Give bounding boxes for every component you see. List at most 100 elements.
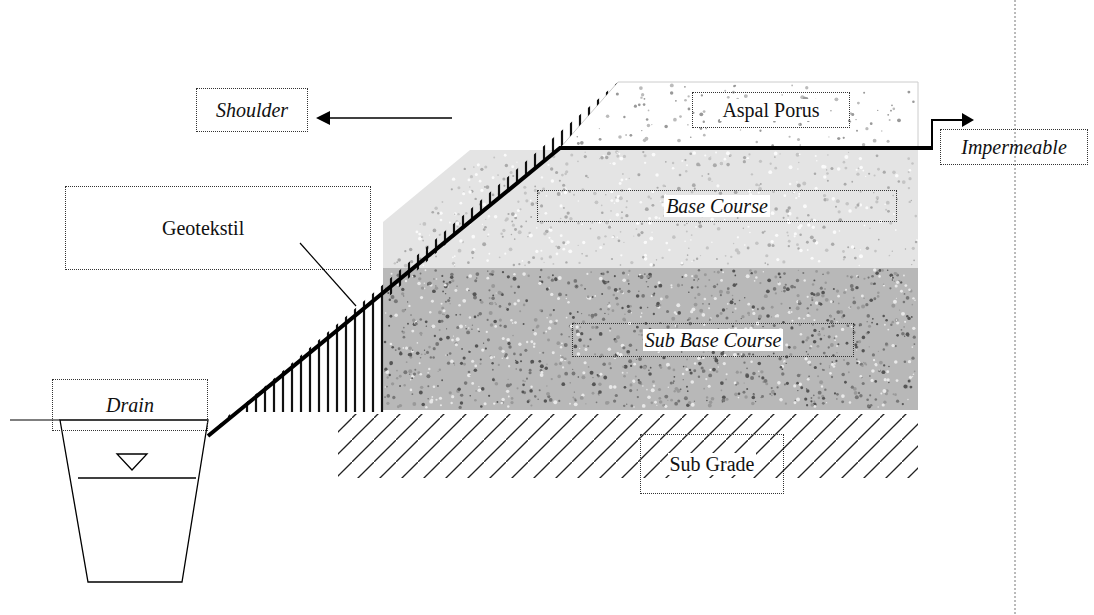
texture-dot [802,340,805,343]
texture-dot [714,357,717,360]
texture-dot [408,369,412,373]
texture-dot [799,234,802,237]
texture-dot [752,353,754,355]
texture-dot [567,211,570,214]
texture-dot [812,226,815,229]
texture-dot [540,204,543,207]
texture-dot [506,308,509,311]
texture-dot [599,277,603,281]
texture-dot [431,300,434,303]
texture-dot [458,406,461,409]
texture-dot [622,317,625,320]
texture-dot [732,311,734,313]
texture-dot [517,286,520,289]
texture-dot [813,319,815,321]
texture-dot [619,182,622,185]
texture-dot [640,201,643,204]
texture-dot [627,290,630,293]
texture-dot [896,379,899,382]
texture-dot [452,262,455,265]
texture-dot [603,243,605,245]
texture-dot [599,373,602,376]
texture-dot [856,169,858,171]
texture-dot [875,200,878,203]
texture-dot [746,388,748,390]
texture-dot [847,246,849,248]
texture-dot [843,291,846,294]
texture-dot [786,382,789,385]
texture-dot [873,359,875,361]
texture-dot [633,380,636,383]
texture-dot [452,177,455,180]
texture-dot [570,382,571,383]
texture-dot [455,314,457,316]
texture-dot [767,278,771,282]
texture-dot [903,326,904,327]
texture-dot [524,349,527,352]
texture-dot [468,327,470,329]
texture-dot [601,212,604,215]
texture-dot [609,226,612,229]
texture-dot [534,395,536,397]
texture-dot [500,232,502,234]
texture-dot [567,281,570,284]
texture-dot [771,394,773,396]
texture-dot [564,372,568,376]
texture-dot [683,379,684,380]
texture-dot [630,365,632,367]
texture-dot [793,346,797,350]
texture-dot [798,162,800,164]
texture-dot [511,397,514,400]
texture-dot [810,304,812,306]
texture-dot [480,168,483,171]
texture-dot [807,353,809,355]
texture-dot [896,321,899,324]
texture-dot [797,390,798,391]
texture-dot [764,231,766,233]
texture-dot [829,367,830,368]
texture-dot [586,295,590,299]
texture-dot [513,353,516,356]
texture-dot [796,181,797,182]
texture-dot [689,369,691,371]
texture-dot [857,276,859,278]
texture-dot [727,287,730,290]
texture-dot [852,331,855,334]
texture-dot [518,343,521,346]
texture-dot [810,400,812,402]
texture-dot [667,400,668,401]
texture-dot [652,380,655,383]
texture-dot [615,394,618,397]
texture-dot [811,299,813,301]
texture-dot [913,343,915,345]
texture-dot [877,292,880,295]
texture-dot [620,231,622,233]
texture-dot [834,337,836,339]
texture-dot [724,219,726,221]
texture-dot [580,332,583,335]
texture-dot [502,337,505,340]
texture-dot [683,366,685,368]
texture-dot [796,279,799,282]
texture-dot [446,328,447,329]
texture-dot [798,317,800,319]
texture-dot [808,361,811,364]
texture-dot [748,153,750,155]
texture-dot [605,194,606,195]
texture-dot [416,352,420,356]
texture-dot [898,180,901,183]
texture-dot [642,385,644,387]
texture-dot [487,338,490,341]
texture-dot [391,346,394,349]
texture-dot [612,309,615,312]
texture-dot [711,181,712,182]
texture-dot [752,305,755,308]
texture-dot [444,314,445,315]
texture-dot [763,271,764,272]
texture-dot [882,403,885,406]
texture-dot [636,294,640,298]
texture-dot [799,249,803,253]
texture-dot [437,385,439,387]
texture-dot [671,317,675,321]
texture-dot [603,376,607,380]
